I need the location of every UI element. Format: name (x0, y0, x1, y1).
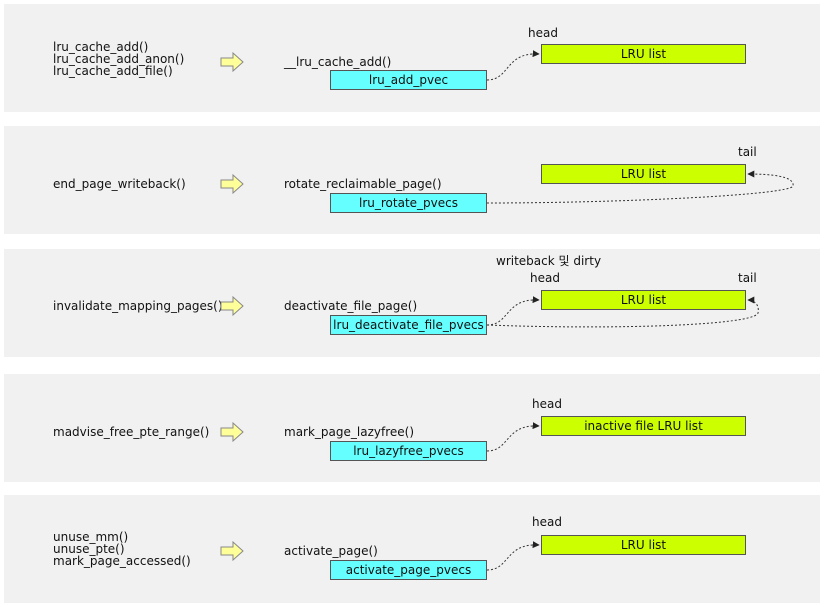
row-1-caller-3: lru_cache_add_file() (53, 64, 173, 78)
row-1-function: __lru_cache_add() (284, 55, 392, 69)
row-2-function: rotate_reclaimable_page() (284, 177, 442, 191)
right-arrow-icon (220, 541, 244, 561)
row-3-function: deactivate_file_page() (284, 299, 418, 313)
row-3-head-label: head (530, 271, 560, 285)
row-1-lru-list-box: LRU list (541, 44, 746, 64)
row-3-note: writeback 및 dirty (496, 254, 602, 268)
row-1-caller-1: lru_cache_add() (53, 40, 149, 54)
row-5-lru-list-box: LRU list (541, 535, 746, 555)
right-arrow-icon (220, 174, 244, 194)
row-2-tail-label: tail (738, 145, 757, 159)
row-3-tail-label: tail (738, 271, 757, 285)
row-3-pvec-box: lru_deactivate_file_pvecs (330, 315, 487, 335)
row-1-pvec-box: lru_add_pvec (330, 70, 487, 90)
row-5-head-label: head (532, 515, 562, 529)
row-3-caller-1: invalidate_mapping_pages() (53, 299, 223, 313)
row-2-lru-list-box: LRU list (541, 164, 746, 184)
row-2-caller-1: end_page_writeback() (53, 177, 186, 191)
row-5-caller-1: unuse_mm() (53, 530, 129, 544)
row-4-pvec-box: lru_lazyfree_pvecs (330, 441, 487, 461)
row-4-head-label: head (532, 397, 562, 411)
row-4-lru-list-box: inactive file LRU list (541, 416, 746, 436)
row-5-head-connector (486, 541, 540, 571)
right-arrow-icon (220, 52, 244, 72)
row-1-head-connector (486, 50, 540, 81)
row-2-tail-connector (486, 170, 794, 204)
row-3-head-connector (486, 296, 540, 326)
row-5-function: activate_page() (284, 544, 378, 558)
row-5-pvec-box: activate_page_pvecs (330, 560, 487, 580)
row-4-caller-1: madvise_free_pte_range() (53, 425, 210, 439)
row-3-tail-connector (486, 296, 759, 328)
row-5-caller-3: mark_page_accessed() (53, 554, 191, 568)
row-1-caller-2: lru_cache_add_anon() (53, 52, 185, 66)
right-arrow-icon (220, 296, 244, 316)
right-arrow-icon (220, 422, 244, 442)
row-4-head-connector (486, 422, 540, 452)
row-4-function: mark_page_lazyfree() (284, 425, 415, 439)
row-5-caller-2: unuse_pte() (53, 542, 125, 556)
row-3-lru-list-box: LRU list (541, 290, 746, 310)
row-1-head-label: head (528, 26, 558, 40)
row-2-pvec-box: lru_rotate_pvecs (330, 193, 487, 213)
